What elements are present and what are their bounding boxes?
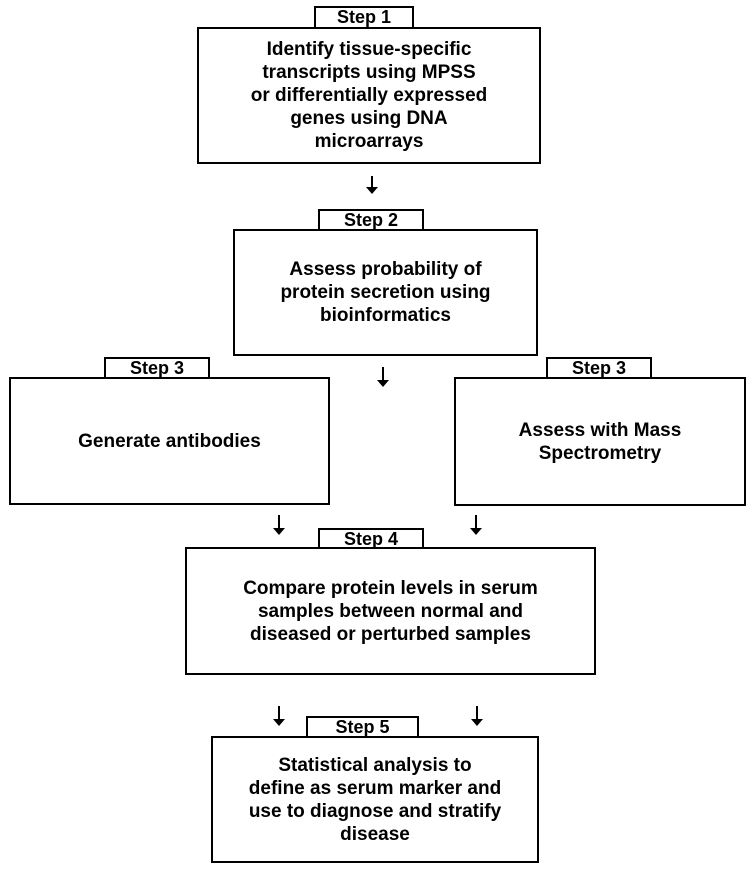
step-2-label: Step 2 <box>318 209 424 231</box>
step-4-box: Compare protein levels in serum samples … <box>185 547 596 675</box>
arrow-head <box>366 187 378 194</box>
arrow-shaft <box>382 367 384 381</box>
step-3b-label: Step 3 <box>546 357 652 379</box>
step-3b-box: Assess with Mass Spectrometry <box>454 377 746 506</box>
step-5-label: Step 5 <box>306 716 419 738</box>
arrow-head <box>377 380 389 387</box>
arrow-step2-to-step3 <box>377 367 389 387</box>
step-1-box: Identify tissue-specific transcripts usi… <box>197 27 541 164</box>
step-2-box: Assess probability of protein secretion … <box>233 229 538 356</box>
step-1-label: Step 1 <box>314 6 414 28</box>
arrow-shaft <box>278 706 280 720</box>
step-5-box: Statistical analysis to define as serum … <box>211 736 539 863</box>
step-3a-label: Step 3 <box>104 357 210 379</box>
arrow-step4-to-step5-left <box>273 706 285 726</box>
arrow-head <box>273 719 285 726</box>
arrow-step4-to-step5-right <box>471 706 483 726</box>
arrow-step3a-to-step4 <box>273 515 285 535</box>
arrow-head <box>471 719 483 726</box>
arrow-shaft <box>475 515 477 529</box>
arrow-step3b-to-step4 <box>470 515 482 535</box>
arrow-shaft <box>278 515 280 529</box>
arrow-head <box>470 528 482 535</box>
arrow-head <box>273 528 285 535</box>
arrow-shaft <box>476 706 478 720</box>
arrow-step1-to-step2 <box>366 176 378 194</box>
step-3a-box: Generate antibodies <box>9 377 330 505</box>
